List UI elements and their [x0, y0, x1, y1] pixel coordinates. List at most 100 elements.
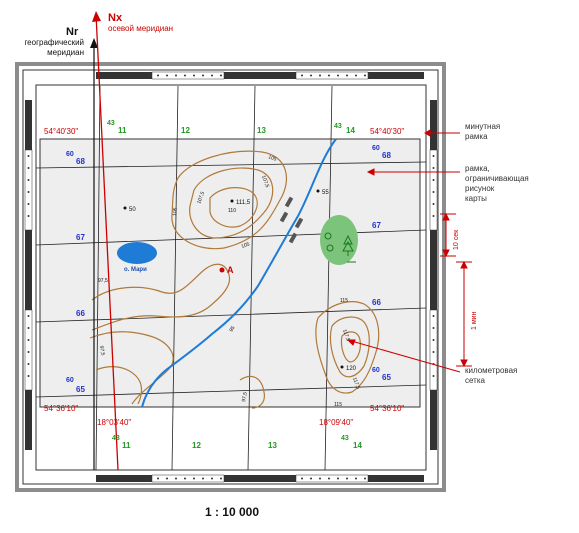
grid-label: 13 [257, 126, 266, 135]
grid-label: 60 [66, 151, 74, 158]
height-points [123, 189, 344, 369]
frame-dot [220, 477, 222, 480]
frame-dot [27, 339, 30, 341]
frame-dot [202, 477, 204, 480]
nr-symbol: Nr [66, 26, 79, 38]
frame-dot [211, 74, 213, 77]
contour-label: 115 [340, 298, 348, 304]
frame-dot [27, 191, 30, 193]
frame-dot [432, 375, 435, 377]
frame-dot [27, 155, 30, 157]
contour-label: 97,5 [241, 392, 249, 403]
contour-label: 107,5 [260, 175, 270, 189]
corner-bottom-left: 54°36'10" [44, 404, 78, 413]
axial-meridian-line [95, 13, 119, 471]
contour-label: 105 [267, 154, 277, 163]
grid-label: 65 [76, 385, 85, 394]
frame-dot [27, 363, 30, 365]
frame-dot [27, 215, 30, 217]
height-55: 55 [322, 190, 329, 196]
grid-labels-bottom: 43 11 12 13 43 14 [112, 435, 362, 450]
axial-meridian-arrow [92, 11, 101, 22]
frame-dot [175, 477, 177, 480]
grid-label: 66 [372, 298, 381, 307]
grid-label: 14 [346, 126, 355, 135]
frame-dot [220, 74, 222, 77]
forest-tree-icon [324, 232, 356, 263]
frame-dot [432, 215, 435, 217]
point-a-label: А [227, 265, 234, 275]
contour-label: 117,5 [351, 377, 361, 391]
frame-dot [355, 74, 357, 77]
grid-label: 60 [372, 145, 380, 152]
map-scale: 1 : 10 000 [205, 505, 259, 519]
grid-labels-right: 60 68 67 66 60 65 [372, 145, 391, 382]
grid-label: 12 [192, 441, 201, 450]
grid-label: 11 [122, 441, 131, 450]
grid-label: 14 [353, 441, 362, 450]
frame-dot [432, 339, 435, 341]
frame-dot [364, 477, 366, 480]
frame-dot [193, 477, 195, 480]
frame-dot [346, 477, 348, 480]
outer-frame-inner-line [22, 69, 439, 485]
frame-dot [432, 155, 435, 157]
frame-dot [175, 74, 177, 77]
contour-label: 107,5 [196, 191, 206, 205]
frame-dot [27, 375, 30, 377]
lake-label: о. Мари [124, 267, 147, 273]
annotation-inner-frame-2: ограничивающая [465, 174, 529, 183]
grid-label: 68 [76, 157, 85, 166]
frame-dot [310, 74, 312, 77]
frame-dot [27, 167, 30, 169]
nr-caption-2: меридиан [47, 48, 84, 57]
frame-dot [27, 179, 30, 181]
frame-dot [432, 327, 435, 329]
forest [320, 215, 358, 265]
frame-dot [27, 351, 30, 353]
grid-label: 60 [372, 367, 380, 374]
frame-dot [157, 477, 159, 480]
corner-top-left: 54°40'30" [44, 127, 78, 136]
annotation-arrows [346, 129, 472, 373]
frame-dot [328, 74, 330, 77]
height-120: 120 [346, 366, 357, 372]
frame-dot [346, 74, 348, 77]
frame-dot [301, 477, 303, 480]
frame-dot [27, 203, 30, 205]
grid-labels-left: 60 68 67 66 60 65 [66, 151, 85, 394]
annotation-inner-frame-1: рамка, [465, 164, 490, 173]
contour-lines [89, 150, 380, 409]
grid-label: 60 [66, 377, 74, 384]
frame-dot [184, 477, 186, 480]
contour-label: 110 [228, 208, 236, 214]
corner-top-right: 54°40'30" [370, 127, 404, 136]
frame-dot [27, 315, 30, 317]
frame-dot [202, 74, 204, 77]
annotation-one-min: 1 мин [471, 311, 478, 330]
grid-label: 68 [382, 151, 391, 160]
grid-label: 65 [382, 373, 391, 382]
frame-dot [432, 203, 435, 205]
point-a-marker [219, 267, 225, 273]
frame-dot [364, 74, 366, 77]
contour-label: 117,5 [341, 329, 351, 343]
frame-dot [319, 477, 321, 480]
frame-dot [432, 179, 435, 181]
nx-symbol: Nx [108, 12, 123, 24]
nx-caption: осевой меридиан [108, 24, 173, 33]
grid-label: 43 [334, 123, 342, 130]
contour-label: 95 [229, 325, 237, 333]
grid-label: 43 [112, 435, 120, 442]
minute-frame [24, 71, 438, 483]
grid-label: 67 [76, 233, 85, 242]
road-dashes [279, 196, 304, 244]
grid-label: 13 [268, 441, 277, 450]
frame-dot [166, 74, 168, 77]
outer-frame [15, 62, 446, 492]
contour-labels: 105 107,5 110 107,5 105 105 97,5 95 97,5… [98, 154, 361, 408]
contour-label: 97,5 [98, 278, 108, 284]
river [141, 138, 337, 408]
frame-dot [166, 477, 168, 480]
